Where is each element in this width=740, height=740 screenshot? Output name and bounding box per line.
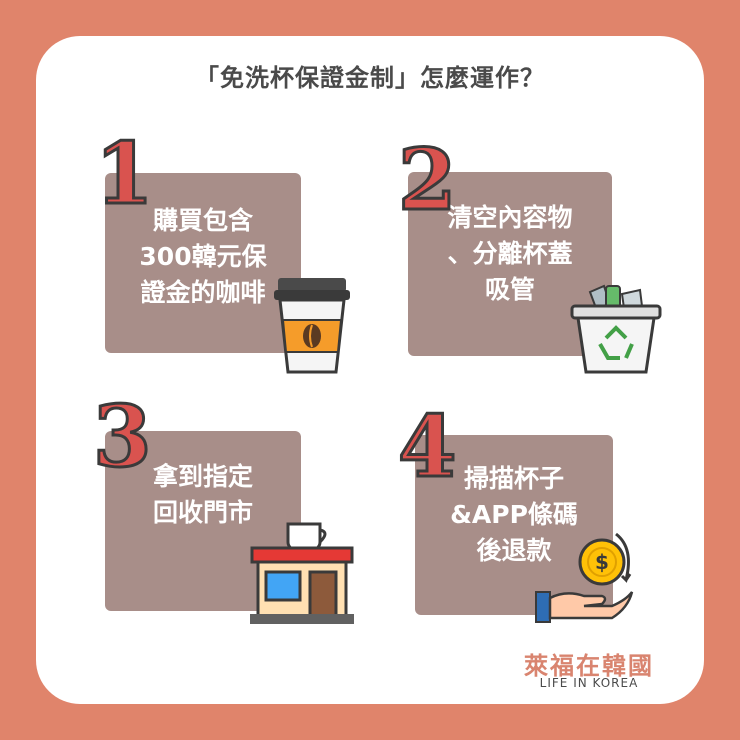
step-1-line-1: 購買包含 bbox=[152, 206, 253, 235]
coffee-cup-icon bbox=[274, 278, 350, 374]
refund-coin-icon: $ bbox=[535, 532, 634, 623]
step-2-line-1: 清空內容物 bbox=[447, 203, 573, 232]
step-2-line-2: 、分離杯蓋 bbox=[447, 239, 573, 268]
step-1-text: 購買包含 300韓元保 證金的咖啡 bbox=[105, 203, 301, 311]
step-4-text: 掃描杯子 &APP條碼 後退款 bbox=[415, 461, 613, 569]
step-3-line-1: 拿到指定 bbox=[152, 462, 253, 491]
step-1-line-2: 300韓元保 bbox=[139, 242, 267, 271]
step-2-text: 清空內容物 、分離杯蓋 吸管 bbox=[408, 200, 612, 308]
step-1-line-3: 證金的咖啡 bbox=[140, 278, 266, 307]
step-4-number: 4 bbox=[396, 397, 457, 496]
step-4-line-2: &APP條碼 bbox=[450, 500, 578, 529]
recycle-bin-icon bbox=[570, 284, 662, 374]
brand-tagline: LIFE IN KOREA bbox=[539, 676, 639, 690]
brand-name: 萊福在韓國 bbox=[524, 652, 654, 680]
step-4-line-3: 後退款 bbox=[476, 536, 552, 565]
step-4-line-1: 掃描杯子 bbox=[463, 464, 564, 493]
step-3-number: 3 bbox=[91, 387, 152, 486]
step-3-text: 拿到指定 回收門市 bbox=[105, 459, 301, 531]
step-3-line-2: 回收門市 bbox=[152, 498, 253, 527]
page-title: 「免洗杯保證金制」怎麼運作？ bbox=[195, 64, 545, 92]
store-icon bbox=[250, 522, 354, 624]
svg-text:$: $ bbox=[595, 550, 609, 574]
step-2-line-3: 吸管 bbox=[484, 275, 535, 304]
step-4-box: 掃描杯子 &APP條碼 後退款 bbox=[415, 435, 613, 615]
step-2-number: 2 bbox=[396, 130, 457, 229]
step-1-box: 購買包含 300韓元保 證金的咖啡 bbox=[105, 173, 301, 353]
step-1-number: 1 bbox=[93, 124, 154, 223]
